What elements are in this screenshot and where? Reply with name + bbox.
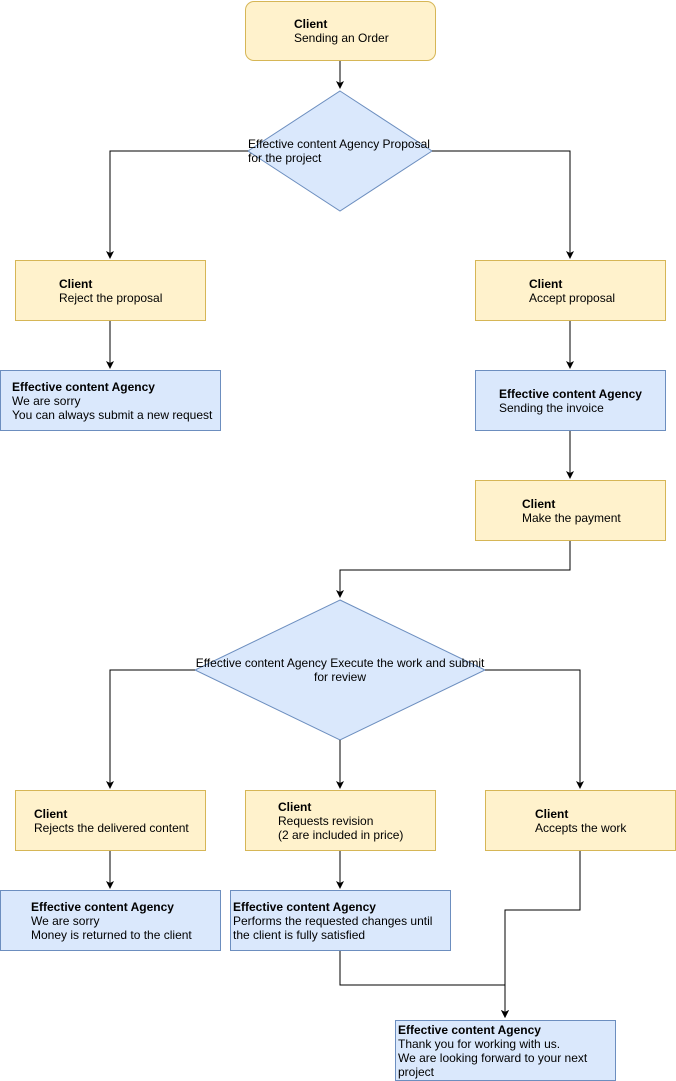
edge-proposal-to-accept bbox=[432, 150, 574, 259]
accept-work-node: Client Accepts the work bbox=[485, 790, 676, 851]
revision-node: Client Requests revision (2 are included… bbox=[245, 790, 436, 851]
accept-proposal-node: Client Accept proposal bbox=[475, 260, 666, 321]
revision-title: Client bbox=[278, 799, 312, 814]
execute-node: Effective content Agency Execute the wor… bbox=[195, 648, 485, 692]
changes-node: Effective content Agency Performs the re… bbox=[230, 890, 451, 951]
refund-line-2: Money is returned to the client bbox=[31, 927, 192, 942]
changes-title: Effective content Agency bbox=[233, 899, 376, 914]
reject-proposal-node: Client Reject the proposal bbox=[15, 260, 206, 321]
payment-node: Client Make the payment bbox=[475, 480, 666, 541]
edge-proposal-to-reject bbox=[106, 150, 248, 259]
sorry-new-request-title: Effective content Agency bbox=[12, 379, 155, 394]
proposal-diamond bbox=[247, 90, 433, 212]
reject-content-node: Client Rejects the delivered content bbox=[15, 790, 206, 851]
proposal-line-1: Proposal for the project bbox=[248, 137, 430, 165]
reject-content-title: Client bbox=[34, 806, 68, 821]
edge-execute-to-accept-work bbox=[485, 669, 584, 789]
refund-node: Effective content Agency We are sorry Mo… bbox=[0, 890, 221, 951]
thanks-node: Effective content Agency Thank you for w… bbox=[395, 1020, 616, 1081]
proposal-title: Effective content Agency bbox=[248, 137, 380, 151]
changes-line-2: the client is fully satisfied bbox=[233, 927, 366, 942]
refund-title: Effective content Agency bbox=[31, 899, 174, 914]
proposal-node: Effective content Agency Proposal for th… bbox=[248, 129, 432, 173]
edge-changes-to-thanks bbox=[339, 951, 509, 1018]
thanks-line-3: project bbox=[398, 1064, 435, 1079]
execute-title: Effective content Agency bbox=[195, 656, 327, 670]
payment-line-1: Make the payment bbox=[522, 510, 621, 525]
sorry-new-request-node: Effective content Agency We are sorry Yo… bbox=[0, 370, 221, 431]
reject-content-line-1: Rejects the delivered content bbox=[34, 820, 189, 835]
reject-proposal-line-1: Reject the proposal bbox=[59, 290, 163, 305]
thanks-title: Effective content Agency bbox=[398, 1022, 541, 1037]
thanks-line-2: We are looking forward to your next bbox=[398, 1050, 588, 1065]
edge-execute-to-reject-content bbox=[106, 669, 195, 789]
refund-line-1: We are sorry bbox=[31, 913, 100, 928]
changes-line-1: Performs the requested changes until bbox=[233, 913, 433, 928]
accept-work-line-1: Accepts the work bbox=[535, 820, 627, 835]
invoice-line-1: Sending the invoice bbox=[499, 400, 604, 415]
sorry-new-request-line-2: You can always submit a new request bbox=[12, 407, 213, 422]
start-node: Client Sending an Order bbox=[245, 1, 436, 61]
accept-proposal-title: Client bbox=[529, 276, 563, 291]
edge-payment-to-execute bbox=[336, 541, 571, 598]
accept-proposal-line-1: Accept proposal bbox=[529, 290, 616, 305]
thanks-line-1: Thank you for working with us. bbox=[398, 1036, 561, 1051]
accept-work-title: Client bbox=[535, 806, 569, 821]
invoice-title: Effective content Agency bbox=[499, 386, 642, 401]
execute-line-1: Execute the work and submit for review bbox=[313, 656, 485, 684]
payment-title: Client bbox=[522, 496, 556, 511]
revision-line-1: Requests revision bbox=[278, 813, 374, 828]
invoice-node: Effective content Agency Sending the inv… bbox=[475, 370, 666, 431]
revision-line-2: (2 are included in price) bbox=[278, 827, 404, 842]
sorry-new-request-line-1: We are sorry bbox=[12, 393, 81, 408]
start-title: Client bbox=[294, 17, 328, 31]
reject-proposal-title: Client bbox=[59, 276, 93, 291]
edge-accept-work-to-thanks bbox=[501, 851, 581, 1018]
start-line-1: Sending an Order bbox=[294, 31, 389, 45]
